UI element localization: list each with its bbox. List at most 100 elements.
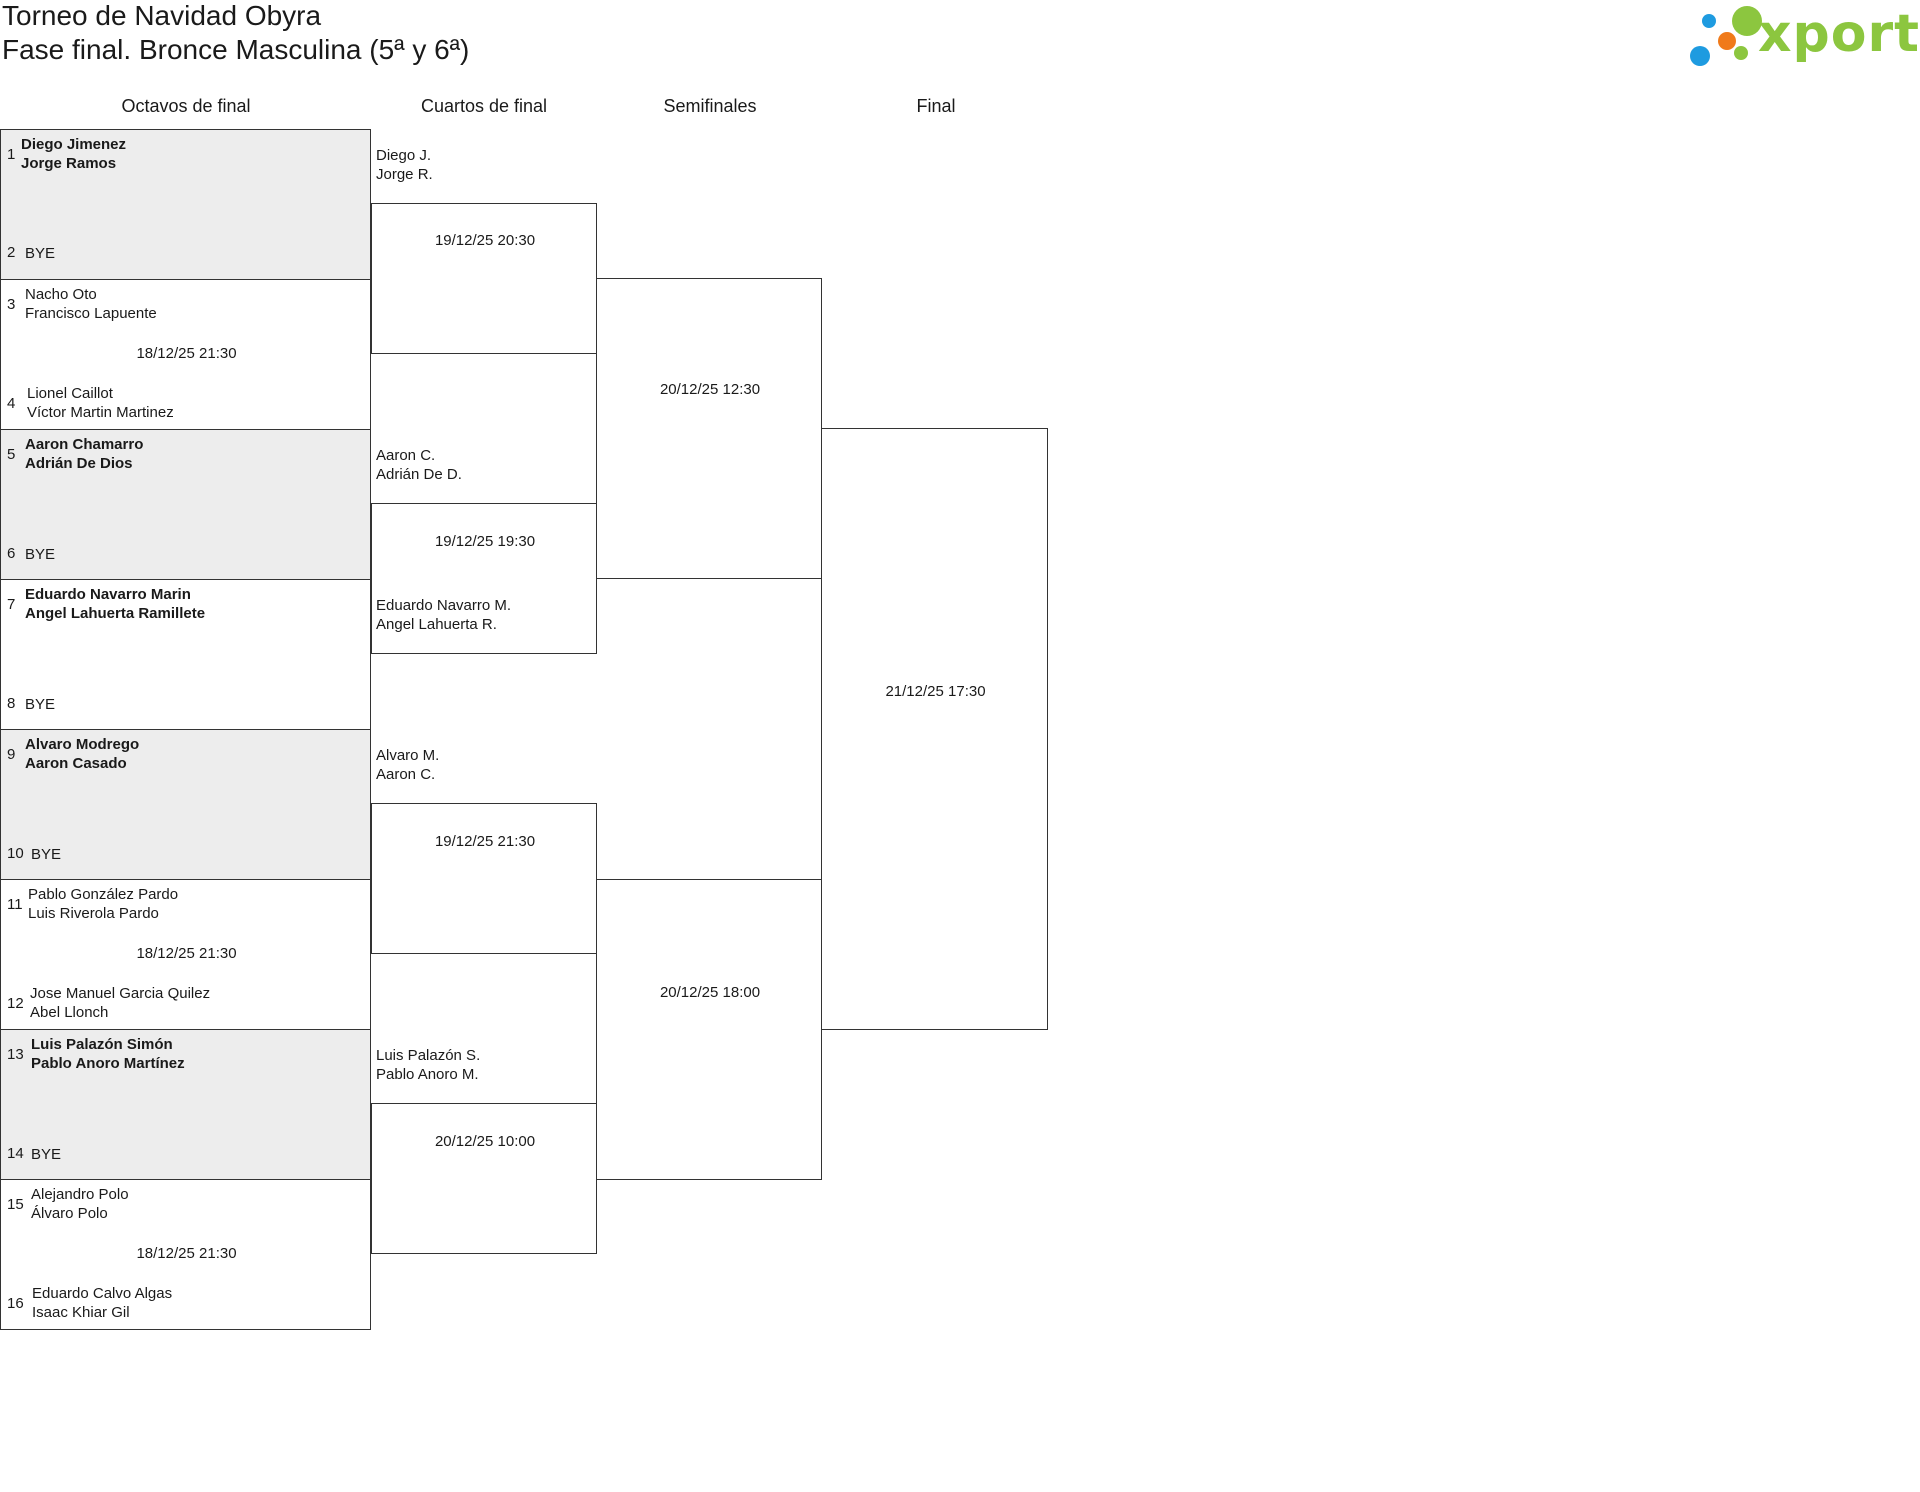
team-bottom: BYE: [25, 244, 55, 263]
player-name: Abel Llonch: [30, 1004, 109, 1021]
match-date: 19/12/25 21:30: [434, 833, 536, 850]
player-name: Pablo González Pardo: [28, 886, 179, 903]
player-name: BYE: [25, 696, 56, 713]
seed-number: 12: [7, 995, 24, 1012]
match-date: 21/12/25 17:30: [885, 683, 986, 700]
round-header-cuartos: Cuartos de final: [420, 96, 548, 116]
logo-green-dot-icon: [1732, 6, 1762, 36]
player-name: Alvaro M.: [376, 747, 440, 764]
team-top: Alvaro Modrego Aaron Casado: [25, 735, 139, 773]
team-top: Nacho Oto Francisco Lapuente: [25, 285, 157, 323]
player-name: Aaron C.: [376, 766, 436, 783]
seed-number: 5: [7, 446, 16, 463]
player-name: Angel Lahuerta R.: [376, 616, 497, 633]
seed-number: 6: [7, 545, 16, 562]
logo-small-green-dot-icon: [1734, 46, 1748, 60]
player-name: Aaron Casado: [25, 755, 127, 772]
qf-team-1: Diego J. Jorge R.: [376, 146, 433, 184]
match-date: 20/12/25 18:00: [659, 984, 761, 1001]
seed-number: 13: [7, 1046, 24, 1063]
match-date: 20/12/25 10:00: [434, 1133, 536, 1150]
qf-team-2: Aaron C. Adrián De D.: [376, 446, 462, 484]
logo-wordmark: xporty: [1758, 4, 1920, 64]
qf-match-4[interactable]: 20/12/25 10:00: [371, 1103, 597, 1254]
player-name: Pablo Anoro M.: [376, 1066, 479, 1083]
phase-title: Fase final. Bronce Masculina (5ª y 6ª): [2, 34, 470, 65]
team-top: Eduardo Navarro Marin Angel Lahuerta Ram…: [25, 585, 205, 623]
player-name: Pablo Anoro Martínez: [31, 1055, 185, 1072]
team-bottom: Eduardo Calvo Algas Isaac Khiar Gil: [32, 1284, 172, 1322]
r16-match-4[interactable]: 7 Eduardo Navarro Marin Angel Lahuerta R…: [0, 579, 371, 730]
player-name: Adrián De Dios: [25, 455, 133, 472]
player-name: Jorge Ramos: [21, 155, 117, 172]
r16-match-2[interactable]: 3 Nacho Oto Francisco Lapuente 18/12/25 …: [0, 279, 371, 430]
player-name: BYE: [31, 1146, 62, 1163]
seed-number: 16: [7, 1295, 24, 1312]
qf-match-3[interactable]: 19/12/25 21:30: [371, 803, 597, 954]
player-name: Luis Palazón Simón: [31, 1036, 173, 1053]
r16-match-6[interactable]: 11 Pablo González Pardo Luis Riverola Pa…: [0, 879, 371, 1030]
qf-team-5: Luis Palazón S. Pablo Anoro M.: [376, 1046, 480, 1084]
seed-number: 7: [7, 596, 16, 613]
match-date: 20/12/25 12:30: [659, 381, 761, 398]
team-top: Diego Jimenez Jorge Ramos: [21, 135, 126, 173]
player-name: BYE: [25, 546, 56, 563]
seed-number: 4: [7, 395, 16, 412]
player-name: Eduardo Calvo Algas: [32, 1285, 173, 1302]
r16-match-1[interactable]: 1 Diego Jimenez Jorge Ramos 2 BYE: [0, 129, 371, 280]
player-name: Eduardo Navarro M.: [376, 597, 512, 614]
team-bottom: BYE: [25, 545, 55, 564]
player-name: Aaron Chamarro: [25, 436, 144, 453]
player-name: Álvaro Polo: [31, 1205, 108, 1222]
player-name: Jose Manuel Garcia Quilez: [30, 985, 211, 1002]
round-header-octavos: Octavos de final: [121, 96, 251, 116]
xporty-logo: xporty: [1690, 4, 1920, 68]
sf-match-1[interactable]: 20/12/25 12:30: [596, 278, 822, 579]
seed-number: 14: [7, 1145, 24, 1162]
seed-number: 15: [7, 1196, 24, 1213]
match-date: 19/12/25 19:30: [434, 533, 536, 550]
player-name: Francisco Lapuente: [25, 305, 157, 322]
player-name: Diego J.: [376, 147, 432, 164]
final-match[interactable]: 21/12/25 17:30: [821, 428, 1048, 1030]
team-top: Pablo González Pardo Luis Riverola Pardo: [28, 885, 178, 923]
logo-orange-dot-icon: [1718, 32, 1736, 50]
match-date: 18/12/25 21:30: [136, 345, 237, 362]
qf-team-4: Alvaro M. Aaron C.: [376, 746, 439, 784]
team-bottom: BYE: [25, 695, 55, 714]
r16-match-5[interactable]: 9 Alvaro Modrego Aaron Casado 10 BYE: [0, 729, 371, 880]
seed-number: 11: [7, 896, 23, 913]
qf-match-1[interactable]: 19/12/25 20:30: [371, 203, 597, 354]
team-bottom: BYE: [31, 845, 61, 864]
seed-number: 2: [7, 244, 16, 261]
team-top: Aaron Chamarro Adrián De Dios: [25, 435, 143, 473]
team-bottom: Lionel Caillot Víctor Martin Martinez: [27, 384, 174, 422]
seed-number: 9: [7, 746, 16, 763]
player-name: Jorge R.: [376, 166, 433, 183]
player-name: Nacho Oto: [25, 286, 97, 303]
player-name: Adrián De D.: [376, 466, 462, 483]
r16-match-7[interactable]: 13 Luis Palazón Simón Pablo Anoro Martín…: [0, 1029, 371, 1180]
tournament-title: Torneo de Navidad Obyra: [2, 0, 322, 31]
team-top: Alejandro Polo Álvaro Polo: [31, 1185, 129, 1223]
match-date: 19/12/25 20:30: [434, 232, 536, 249]
logo-small-blue-dot-icon: [1702, 14, 1716, 28]
player-name: Alvaro Modrego: [25, 736, 140, 753]
team-bottom: Jose Manuel Garcia Quilez Abel Llonch: [30, 984, 210, 1022]
sf-match-2[interactable]: 20/12/25 18:00: [596, 879, 822, 1180]
seed-number: 8: [7, 695, 16, 712]
seed-number: 10: [7, 845, 24, 862]
player-name: Luis Palazón S.: [376, 1047, 481, 1064]
qf-team-3: Eduardo Navarro M. Angel Lahuerta R.: [376, 596, 511, 634]
player-name: Aaron C.: [376, 447, 436, 464]
player-name: Diego Jimenez: [21, 136, 127, 153]
round-header-semifinales: Semifinales: [663, 96, 757, 116]
match-date: 18/12/25 21:30: [136, 945, 237, 962]
seed-number: 3: [7, 296, 16, 313]
logo-blue-dot-icon: [1690, 46, 1710, 66]
r16-match-3[interactable]: 5 Aaron Chamarro Adrián De Dios 6 BYE: [0, 429, 371, 580]
match-date: 18/12/25 21:30: [136, 1245, 237, 1262]
player-name: BYE: [25, 245, 56, 262]
r16-match-8[interactable]: 15 Alejandro Polo Álvaro Polo 18/12/25 2…: [0, 1179, 371, 1330]
player-name: BYE: [31, 846, 62, 863]
